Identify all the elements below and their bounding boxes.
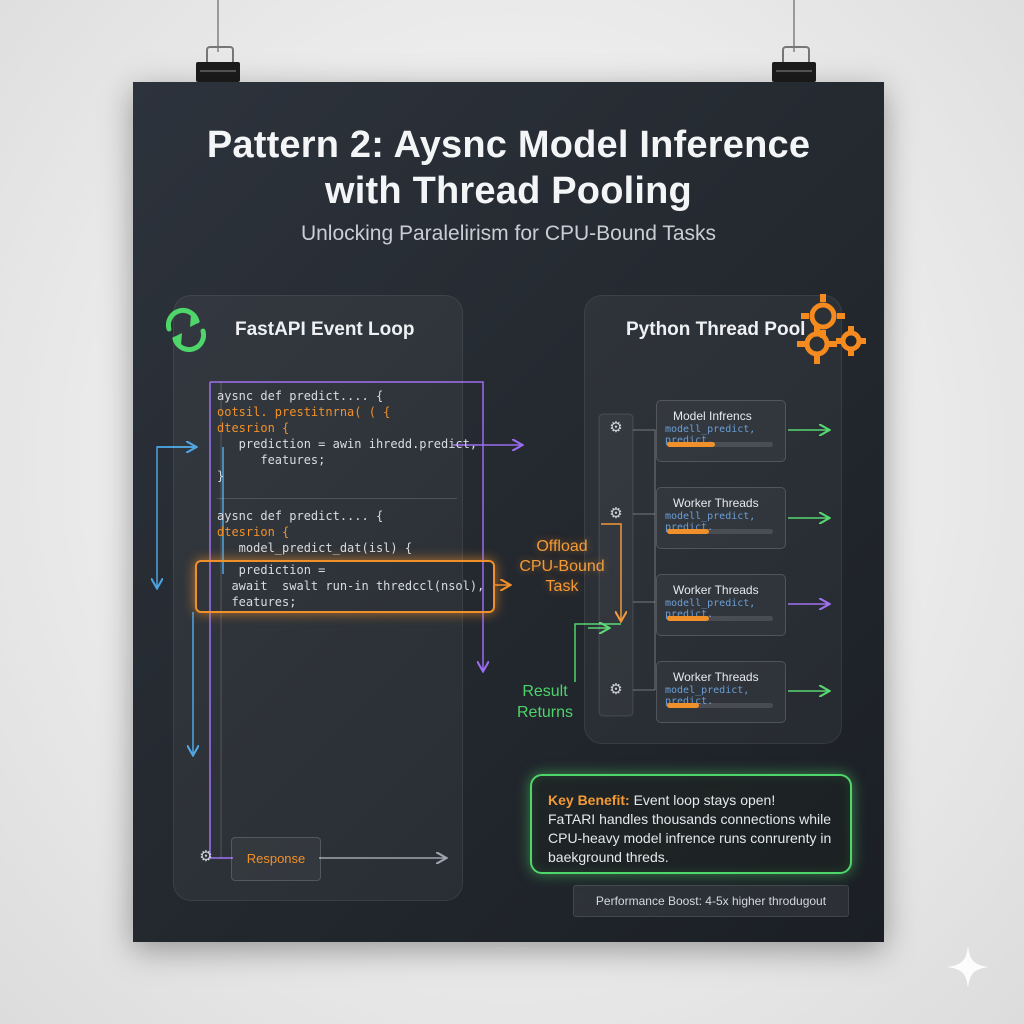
worker-progress-track [667,703,773,708]
result-returns-label: Result Returns [503,681,587,723]
thread-pool-title: Python Thread Pool [626,319,806,340]
worker-name: Worker Threads [673,670,759,684]
key-benefit-line: CPU-heavy model infrence runs conrurenty… [548,830,832,846]
gear-icon: ⚙ [199,848,213,865]
poster-subtitle: Unlocking Paralelirism for CPU-Bound Tas… [300,222,717,245]
code-line: aysnc def predict.... { [217,389,384,403]
worker-progress-track [667,529,773,534]
result-label-line: Returns [516,704,574,721]
worker-call: modell_predict, predict. [665,598,756,620]
worker-thread-card: Model Infrencs modell_predict, predict. [656,400,786,462]
offload-label-line: Task [545,578,579,595]
code-line: dtesrion { [217,525,290,539]
hanging-wire-left [217,0,219,52]
result-label-line: Result [522,683,568,700]
poster-title-line-2: with Thread Pooling [325,170,692,212]
code-line: dtesrion { [217,421,290,435]
code-line: features; [217,595,297,609]
event-loop-title: FastAPI Event Loop [235,319,415,340]
code-line: model_predict_dat(isl) { [217,541,413,555]
poster-title-line-1: Pattern 2: Aysnc Model Inference [206,124,811,166]
code-line: prediction = awin ihredd.predict, [217,437,478,451]
code-line: } [217,469,225,483]
worker-name: Worker Threads [673,496,759,510]
worker-call: model_predict, predict. [665,685,750,707]
worker-progress-track [667,616,773,621]
response-box: Response [231,837,321,881]
worker-call: modell_predict, predict. [665,511,756,533]
flow-arrows [133,381,884,942]
code-divider [217,498,457,499]
event-loop-panel [173,295,463,901]
code-line: await swalt run-in thredccl(nsol), [217,579,485,593]
worker-thread-card: Worker Threads modell_predict, predict. [656,574,786,636]
gear-icon: ⚙ [609,419,623,436]
sparkle-icon [947,946,989,988]
code-line: ootsil. prestitnrna( ( { [217,405,391,419]
binder-clip-left [196,46,240,84]
worker-progress-fill [667,703,699,708]
thread-pool-panel [584,295,842,744]
worker-progress-track [667,442,773,447]
worker-name: Model Infrencs [673,409,752,423]
worker-progress-fill [667,529,710,534]
worker-progress-fill [667,442,715,447]
worker-thread-card: Worker Threads model_predict, predict. [656,661,786,723]
hanging-wire-right [793,0,795,52]
worker-progress-fill [667,616,710,621]
worker-call: modell_predict, predict. [665,424,756,446]
worker-name: Worker Threads [673,583,759,597]
key-benefit-text: Key Benefit: Event loop stays open! FaTA… [548,791,844,867]
key-benefit-heading: Key Benefit: [548,792,630,808]
code-line: aysnc def predict.... { [217,509,384,523]
binder-clip-right [772,46,816,84]
gear-icon: ⚙ [609,681,623,698]
key-benefit-line: Event loop stays open! [629,792,776,808]
key-benefit-line: baekground threds. [548,849,669,865]
code-line: features; [217,453,326,467]
gear-icon: ⚙ [609,505,623,522]
key-benefit-box: Key Benefit: Event loop stays open! FaTA… [530,774,852,874]
performance-boost-badge: Performance Boost: 4-5x higher throdugou… [573,885,849,917]
refresh-cycle-icon [165,307,207,353]
poster: Pattern 2: Aysnc Model Inference with Th… [133,82,884,942]
offload-label-line: CPU-Bound [519,558,605,575]
key-benefit-line: FaTARI handles thousands connections whi… [548,811,832,827]
offload-label: Offload CPU-Bound Task [513,537,611,597]
gears-icon [797,294,866,364]
highlighted-await-box [195,560,495,613]
worker-thread-card: Worker Threads modell_predict, predict. [656,487,786,549]
offload-label-line: Offload [536,538,588,555]
code-line: prediction = [217,563,326,577]
